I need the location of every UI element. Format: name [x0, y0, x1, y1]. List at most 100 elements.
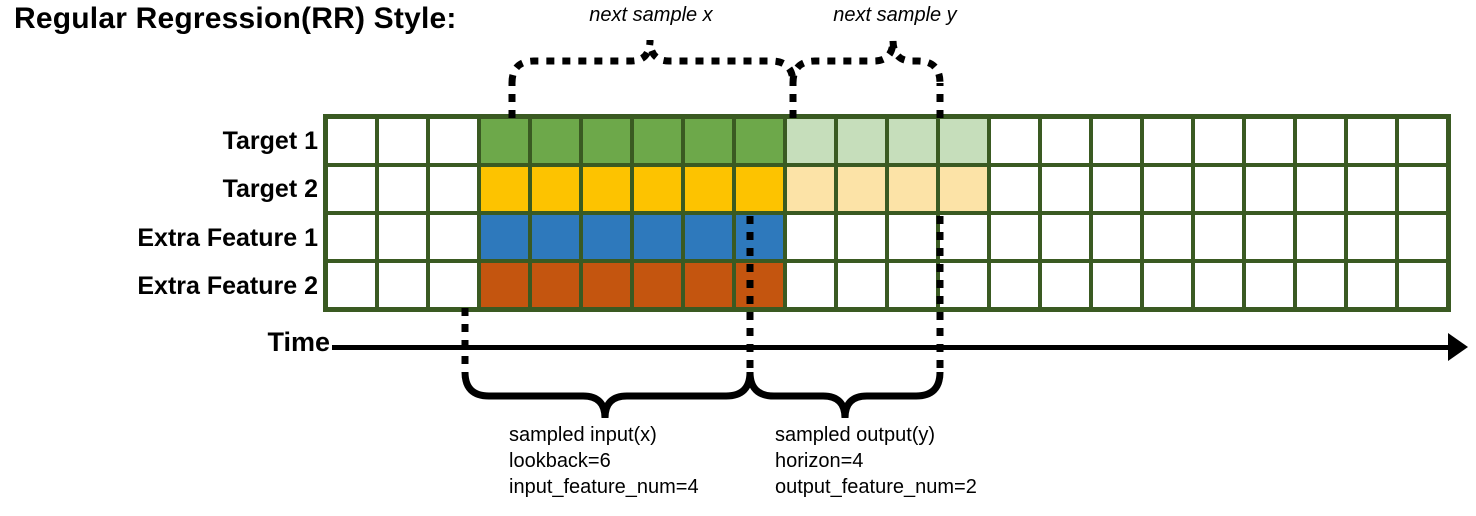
grid-cell [634, 263, 681, 307]
grid-cell [736, 167, 783, 211]
grid-cell [1297, 119, 1344, 163]
grid-cell [838, 167, 885, 211]
grid-cell [787, 119, 834, 163]
grid-cell [1297, 215, 1344, 259]
grid-cell [1348, 119, 1395, 163]
grid-cell [685, 263, 732, 307]
brace-next-sample-y [789, 39, 944, 84]
grid-row [328, 215, 1446, 259]
grid-cell [328, 167, 375, 211]
grid-cell [1093, 215, 1140, 259]
grid-cell [736, 119, 783, 163]
grid-cell [1093, 263, 1140, 307]
time-axis-label: Time [267, 327, 330, 357]
grid-cell [1042, 167, 1089, 211]
caption-sampled-input: sampled input(x) lookback=6 input_featur… [509, 422, 699, 500]
grid-cell [1195, 167, 1242, 211]
page-title: Regular Regression(RR) Style: [14, 2, 457, 35]
grid-cell [1042, 263, 1089, 307]
grid-cell [1297, 167, 1344, 211]
time-axis-arrow-icon [1448, 333, 1468, 361]
grid-cell [532, 215, 579, 259]
grid-cell [634, 167, 681, 211]
grid-cell [685, 167, 732, 211]
grid-cell [430, 215, 477, 259]
time-axis-line [332, 345, 1460, 350]
grid-cell [787, 263, 834, 307]
grid-cell [838, 263, 885, 307]
grid-cell [430, 167, 477, 211]
grid-cell [1246, 119, 1293, 163]
annotation-next-sample-x: next sample x [589, 4, 713, 26]
brace-sampled-output [746, 371, 944, 419]
grid-cell [1144, 215, 1191, 259]
grid-cell [685, 215, 732, 259]
grid-cell [481, 215, 528, 259]
grid-cell [1246, 215, 1293, 259]
grid-cell [583, 215, 630, 259]
grid-cell [940, 167, 987, 211]
caption-input-line3: input_feature_num=4 [509, 476, 699, 498]
caption-output-line1: sampled output(y) [775, 424, 936, 446]
grid-cell [1144, 119, 1191, 163]
grid-cell [787, 215, 834, 259]
annotation-next-sample-y: next sample y [833, 4, 957, 26]
row-label-extra-feature-2: Extra Feature 2 [137, 271, 318, 300]
grid-cell [1093, 167, 1140, 211]
grid-cell [379, 119, 426, 163]
caption-sampled-output: sampled output(y) horizon=4 output_featu… [775, 422, 977, 500]
grid-cell [430, 263, 477, 307]
grid-cell [1093, 119, 1140, 163]
caption-input-line2: lookback=6 [509, 450, 611, 472]
brace-next-sample-x [508, 39, 797, 84]
grid-cell [736, 215, 783, 259]
grid-cell [1348, 263, 1395, 307]
grid-cell [532, 167, 579, 211]
grid-cell [1195, 119, 1242, 163]
grid-cell [634, 215, 681, 259]
grid-cell [1348, 215, 1395, 259]
grid-cell [1246, 263, 1293, 307]
grid-cell [1195, 215, 1242, 259]
grid-cell [379, 167, 426, 211]
caption-output-line2: horizon=4 [775, 450, 864, 472]
grid-cell [1042, 119, 1089, 163]
grid-cell [1042, 215, 1089, 259]
grid-cell [583, 263, 630, 307]
grid-cell [481, 263, 528, 307]
grid-cell [481, 119, 528, 163]
grid-cell [1144, 167, 1191, 211]
grid-cell [1144, 263, 1191, 307]
grid-cell [583, 119, 630, 163]
grid-cell [685, 119, 732, 163]
grid-row [328, 119, 1446, 163]
brace-sampled-input [461, 371, 754, 419]
grid-cell [1246, 167, 1293, 211]
grid-cell [1195, 263, 1242, 307]
caption-input-line1: sampled input(x) [509, 424, 657, 446]
grid-cell [379, 263, 426, 307]
grid-cell [991, 167, 1038, 211]
grid-cell [991, 215, 1038, 259]
grid-cell [1399, 167, 1446, 211]
grid-cell [1399, 119, 1446, 163]
grid-cell [889, 119, 936, 163]
grid-cell [583, 167, 630, 211]
grid-cell [481, 167, 528, 211]
grid-cell [328, 119, 375, 163]
row-label-extra-feature-1: Extra Feature 1 [137, 223, 318, 252]
grid-cell [838, 119, 885, 163]
grid-cell [1399, 215, 1446, 259]
grid-cell [1399, 263, 1446, 307]
row-label-target-1: Target 1 [222, 126, 318, 155]
grid-cell [1297, 263, 1344, 307]
grid-cell [532, 263, 579, 307]
row-label-target-2: Target 2 [222, 174, 318, 203]
grid-cell [940, 215, 987, 259]
grid-row [328, 167, 1446, 211]
grid-cell [1348, 167, 1395, 211]
grid-cell [736, 263, 783, 307]
grid-cell [634, 119, 681, 163]
grid-cell [532, 119, 579, 163]
grid-cell [889, 263, 936, 307]
